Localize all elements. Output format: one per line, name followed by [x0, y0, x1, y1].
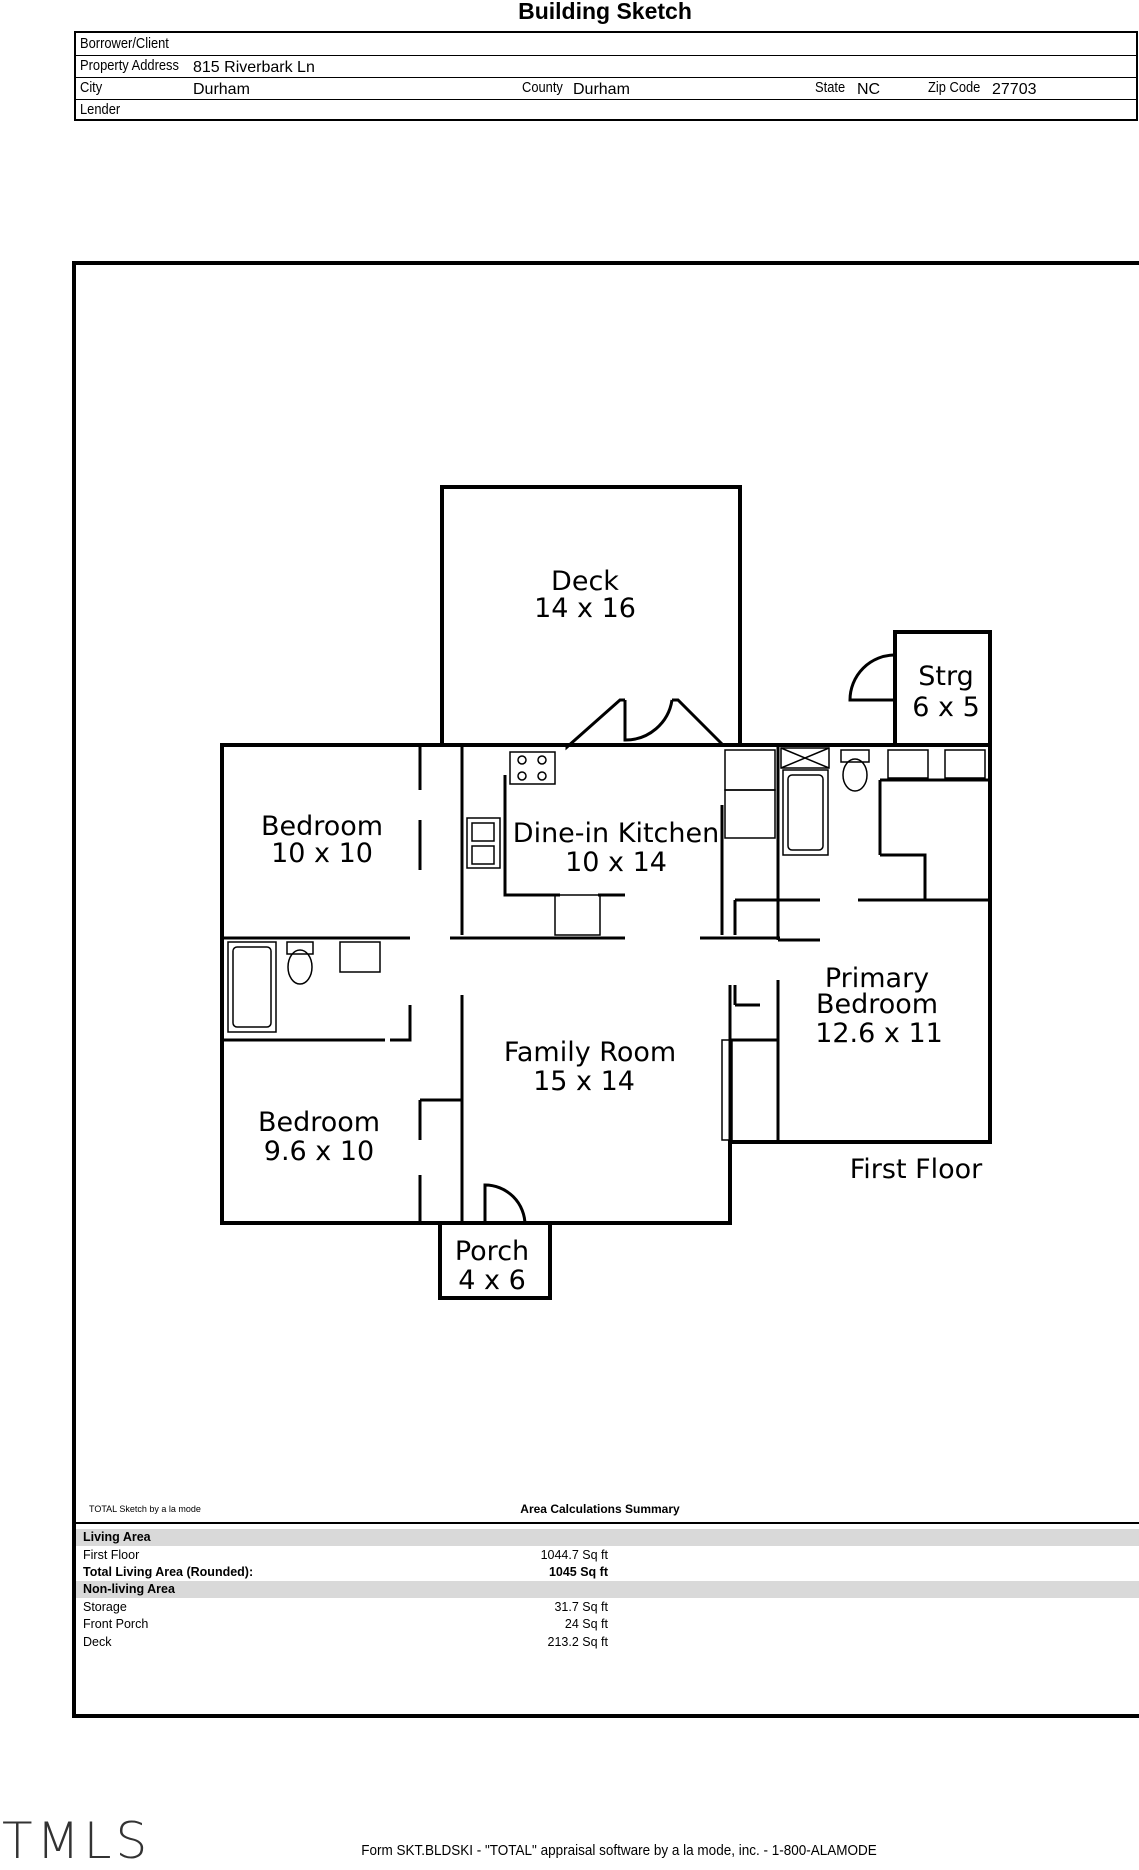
address-row: Property Address 815 Riverbark Ln [76, 55, 1136, 78]
porch-outline [438, 1221, 552, 1300]
address-label: Property Address [80, 57, 179, 74]
calc-row-label: Storage [83, 1600, 127, 1614]
page-title: Building Sketch [518, 0, 692, 24]
sketch-frame [72, 261, 1139, 1718]
tmls-logo: TMLS [2, 1812, 152, 1870]
linen-icon [780, 747, 830, 769]
lender-label: Lender [80, 101, 121, 118]
zip-label: Zip Code [928, 79, 981, 96]
bedroom1-dims: 10 x 10 [271, 838, 373, 869]
primary-sink-icon [887, 749, 929, 779]
calc-row-label: Living Area [83, 1530, 151, 1544]
calc-summary-title: Area Calculations Summary [520, 1502, 680, 1516]
deck-name: Deck [551, 566, 619, 597]
kitchen-angle-right [672, 698, 725, 747]
deck-door-icon [623, 699, 674, 742]
calc-row-value: 1045 Sq ft [548, 1565, 608, 1579]
porch-door-icon [483, 1183, 527, 1226]
primary-dims: 12.6 x 11 [815, 1018, 943, 1049]
bath-sink-icon [339, 941, 381, 973]
kitchen-name: Dine-in Kitchen [513, 818, 719, 849]
family-dims: 15 x 14 [533, 1066, 635, 1097]
calc-row: Front Porch 24 Sq ft [76, 1616, 1139, 1633]
form-footer: Form SKT.BLDSKI - "TOTAL" appraisal soft… [361, 1842, 877, 1859]
city-value: Durham [193, 81, 250, 98]
calc-row: Living Area [76, 1529, 1139, 1546]
bedroom2-name: Bedroom [258, 1107, 380, 1138]
borrower-row: Borrower/Client [76, 33, 1136, 56]
calc-row: Total Living Area (Rounded): 1045 Sq ft [76, 1564, 1139, 1581]
primary-tub-icon [782, 769, 829, 856]
closet-shelf-icon [721, 1039, 733, 1141]
city-label: City [80, 79, 103, 96]
bedroom2-dims: 9.6 x 10 [264, 1136, 374, 1167]
primary-name2: Bedroom [816, 989, 938, 1020]
address-value: 815 Riverbark Ln [193, 59, 315, 76]
porch-dims: 4 x 6 [458, 1265, 526, 1296]
bath-toilet-icon [287, 949, 313, 985]
dishwasher-icon [554, 894, 601, 936]
state-label: State [815, 79, 846, 96]
storage-outline [893, 630, 992, 747]
city-row: City Durham County Durham State NC Zip C… [76, 77, 1136, 100]
deck-dims: 14 x 16 [534, 593, 636, 624]
software-note: TOTAL Sketch by a la mode [89, 1504, 201, 1514]
calc-row-label: Front Porch [83, 1617, 149, 1631]
floor-label: First Floor [850, 1154, 983, 1185]
bedroom1-name: Bedroom [261, 811, 383, 842]
county-value: Durham [573, 81, 630, 98]
fridge-icon [724, 749, 776, 791]
kitchen-dims: 10 x 14 [565, 847, 667, 878]
calc-row-value: 31.7 Sq ft [554, 1600, 608, 1614]
state-value: NC [857, 81, 881, 98]
calc-row-label: Total Living Area (Rounded): [83, 1565, 254, 1579]
county-label: County [522, 79, 563, 96]
calc-row-value: 1044.7 Sq ft [540, 1548, 608, 1562]
strg-name: Strg [918, 661, 974, 692]
calc-row-value: 24 Sq ft [564, 1617, 608, 1631]
stove-icon [509, 751, 556, 785]
porch-name: Porch [455, 1236, 529, 1267]
family-name: Family Room [504, 1037, 676, 1068]
primary-toilet-icon [842, 758, 868, 792]
header-info-box: Borrower/Client Property Address 815 Riv… [74, 31, 1138, 121]
borrower-label: Borrower/Client [80, 35, 169, 52]
lender-row: Lender [76, 99, 1136, 121]
calc-row: Deck 213.2 Sq ft [76, 1634, 1139, 1651]
calc-row-value: 213.2 Sq ft [547, 1635, 608, 1649]
kitchen-angle-left [565, 698, 625, 751]
primary-name1: Primary [825, 963, 929, 994]
calc-divider [76, 1522, 1139, 1524]
calc-row: First Floor 1044.7 Sq ft [76, 1547, 1139, 1564]
calc-row-label: Non-living Area [83, 1582, 175, 1596]
calc-row: Storage 31.7 Sq ft [76, 1599, 1139, 1616]
zip-value: 27703 [992, 81, 1037, 98]
strg-dims: 6 x 5 [912, 692, 980, 723]
bath-tub-icon [227, 941, 277, 1033]
deck-outline [440, 485, 742, 747]
storage-door-icon [848, 653, 896, 702]
calc-row: Non-living Area [76, 1581, 1139, 1598]
calc-row-label: Deck [83, 1635, 112, 1649]
calc-row-label: First Floor [83, 1548, 140, 1562]
kitchen-sink-icon [466, 817, 501, 869]
